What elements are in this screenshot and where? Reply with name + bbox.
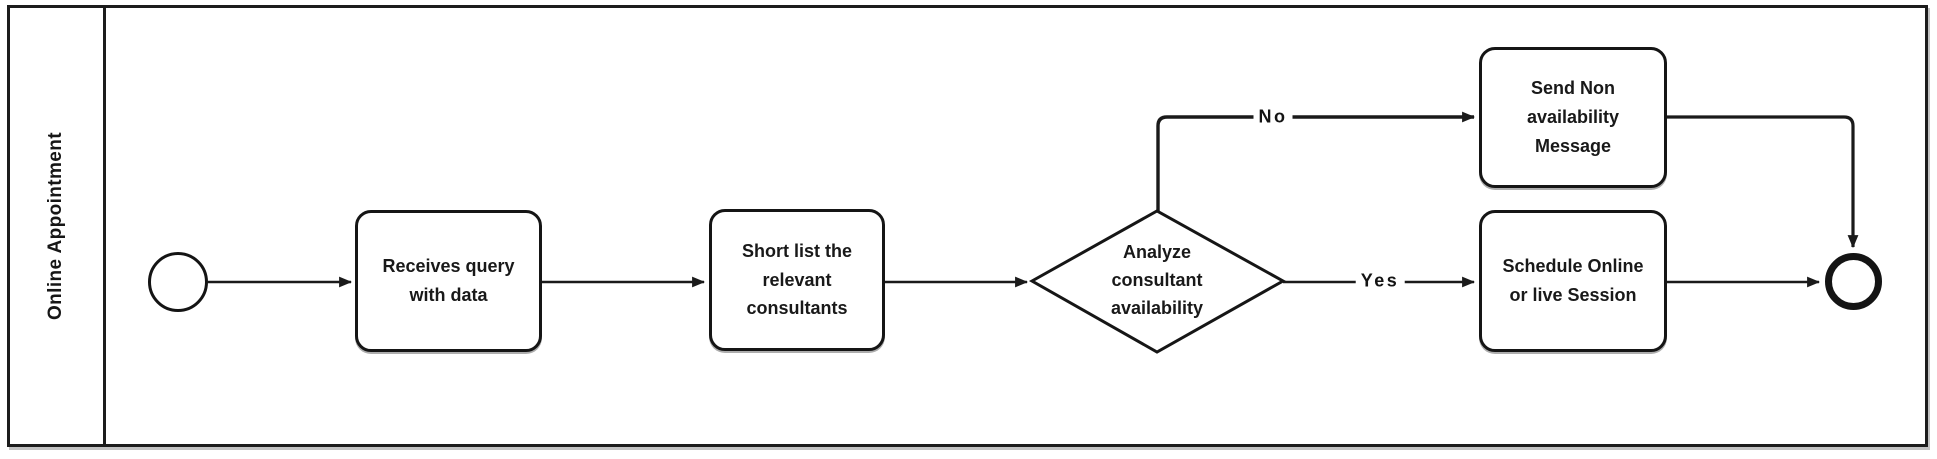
task-send-non-availability-label: Send Non availability Message bbox=[1526, 78, 1620, 156]
start-event bbox=[148, 252, 208, 312]
flow-no-gateway-to-send-non-availability bbox=[1156, 111, 1476, 211]
flow-label-no: No bbox=[1253, 106, 1293, 128]
task-schedule-session: Schedule Online or live Session bbox=[1479, 210, 1667, 352]
task-schedule-session-label: Schedule Online or live Session bbox=[1502, 256, 1644, 305]
flow-send-non-availability-to-end bbox=[1667, 115, 1859, 249]
flow-label-yes: Yes bbox=[1355, 270, 1405, 292]
task-send-non-availability: Send Non availability Message bbox=[1479, 47, 1667, 188]
task-short-list-label: Short list the relevant consultants bbox=[741, 240, 852, 319]
task-receives-query-label: Receives query with data bbox=[382, 256, 515, 305]
task-receives-query: Receives query with data bbox=[355, 210, 542, 352]
lane-header: Online Appointment bbox=[10, 8, 106, 444]
end-event bbox=[1825, 253, 1882, 310]
task-short-list: Short list the relevant consultants bbox=[709, 209, 885, 351]
gateway-label: Analyze consultant availability bbox=[1110, 242, 1204, 318]
gateway-diamond bbox=[1028, 209, 1287, 354]
